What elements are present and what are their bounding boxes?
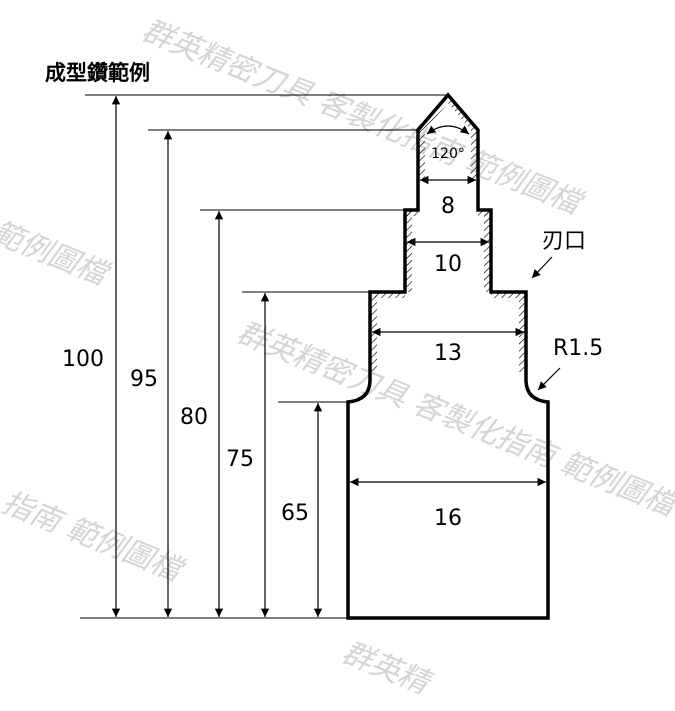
edge-label: 刃口	[542, 229, 586, 254]
height-label-100: 100	[62, 347, 104, 372]
diagram-title: 成型鑽範例	[45, 61, 150, 85]
svg-text:群英精密刀具 客製化指南 範例圖檔: 群英精密刀具 客製化指南 範例圖檔	[137, 13, 589, 223]
extension-lines	[80, 94, 448, 619]
radius-label: R1.5	[553, 336, 603, 361]
height-label-65: 65	[281, 501, 309, 526]
svg-text:範例圖檔: 範例圖檔	[0, 215, 115, 294]
width-label-10: 10	[434, 252, 462, 277]
width-label-13: 13	[434, 341, 462, 366]
height-label-80: 80	[180, 405, 208, 430]
height-label-95: 95	[130, 367, 158, 392]
svg-text:群英精: 群英精	[337, 635, 437, 703]
angle-arc	[426, 125, 470, 135]
height-dimension-lines	[111, 96, 323, 617]
width-label-8: 8	[441, 194, 455, 219]
height-label-75: 75	[226, 447, 254, 472]
width-label-16: 16	[434, 506, 462, 531]
radius-leader	[537, 367, 561, 391]
angle-label: 120°	[431, 146, 465, 162]
width-dimension-lines	[350, 175, 546, 487]
tool-outline	[346, 92, 550, 620]
edge-leader	[531, 256, 553, 279]
svg-text:指南 範例圖檔: 指南 範例圖檔	[0, 485, 190, 590]
